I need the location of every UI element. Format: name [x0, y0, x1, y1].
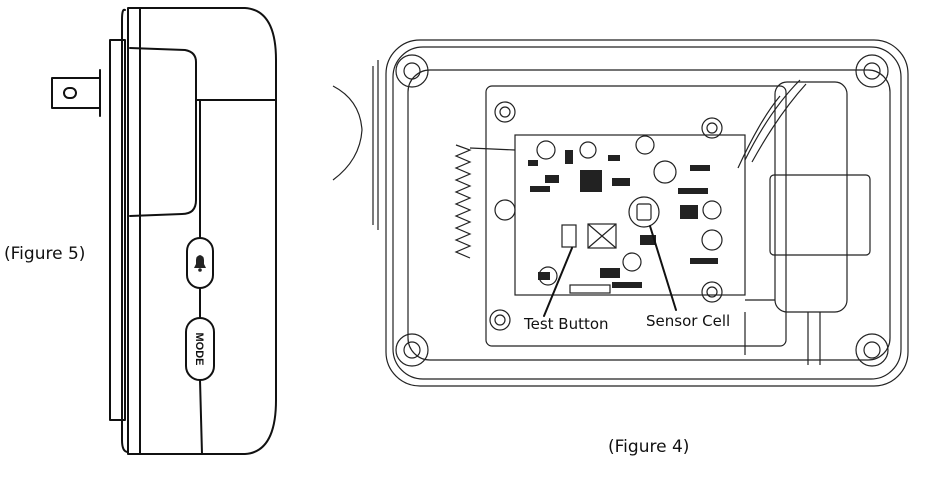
mode-button-label: MODE — [193, 333, 205, 366]
figure4-caption: (Figure 4) — [608, 437, 690, 457]
plug-in-device — [51, 7, 277, 455]
plug-prong — [51, 61, 111, 123]
enclosure-drawing — [332, 39, 909, 387]
test-button-label: Test Button — [524, 315, 609, 333]
corner-screws — [395, 54, 889, 367]
antenna-coil — [454, 144, 516, 259]
button-shape — [186, 237, 214, 289]
sensor-cell-part — [628, 196, 660, 228]
sensor-cell-leader — [649, 225, 677, 311]
test-button-part — [561, 224, 577, 248]
sensor-cell-label: Sensor Cell — [646, 312, 731, 330]
bell-icon — [194, 255, 206, 272]
test-button-leader — [543, 247, 573, 317]
circuit-board — [514, 134, 746, 296]
figure5-caption: (Figure 5) — [4, 244, 86, 264]
mode-button-shape — [185, 317, 215, 381]
battery-pack — [737, 79, 871, 365]
